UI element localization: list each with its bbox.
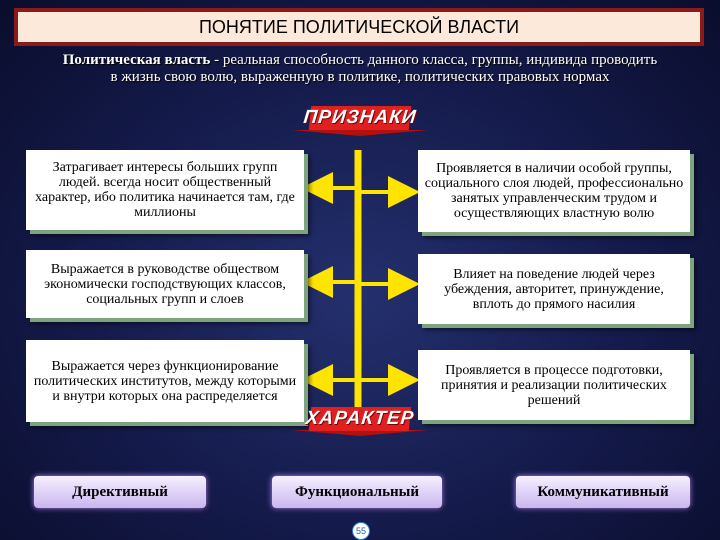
feature-text-left-3: Выражается через функционирование полити… — [33, 358, 297, 404]
page-number: 55 — [352, 522, 370, 540]
character-functional: Функциональный — [272, 476, 442, 508]
definition-text: - реальная способность данного класса, г… — [110, 52, 658, 85]
character-functional-label: Функциональный — [294, 483, 420, 500]
feature-box-right-1: Проявляется в наличии особой группы, соц… — [418, 150, 690, 232]
feature-box-right-3: Проявляется в процессе подготовки, приня… — [418, 350, 690, 420]
character-communicative: Коммуникативный — [516, 476, 690, 508]
character-banner-underline — [292, 430, 428, 436]
definition-term: Политическая власть — [62, 52, 211, 68]
feature-text-right-1: Проявляется в наличии особой группы, соц… — [424, 161, 684, 221]
page-number-text: 55 — [355, 526, 366, 536]
character-communicative-label: Коммуникативный — [537, 483, 669, 500]
feature-box-left-1: Затрагивает интересы больших групп людей… — [26, 150, 304, 230]
feature-text-right-2: Влияет на поведение людей через убеждени… — [444, 266, 664, 312]
character-directive: Директивный — [34, 476, 206, 508]
character-directive-label: Директивный — [72, 483, 168, 500]
character-banner: ХАРАКТЕР — [305, 407, 415, 431]
feature-box-left-2: Выражается в руководстве обществом эконо… — [26, 250, 304, 318]
definition: Политическая власть - реальная способнос… — [60, 52, 660, 86]
feature-box-right-2: Влияет на поведение людей через убеждени… — [418, 254, 690, 324]
feature-text-left-1: Затрагивает интересы больших групп людей… — [35, 160, 295, 220]
feature-text-right-3: Проявляется в процессе подготовки, приня… — [441, 362, 667, 408]
feature-box-left-3: Выражается через функционирование полити… — [26, 340, 304, 422]
features-banner-underline — [292, 130, 428, 136]
character-banner-text: ХАРАКТЕР — [304, 408, 416, 429]
feature-text-left-2: Выражается в руководстве обществом эконо… — [44, 261, 286, 307]
slide-title: ПОНЯТИЕ ПОЛИТИЧЕСКОЙ ВЛАСТИ — [14, 8, 704, 46]
slide-title-text: ПОНЯТИЕ ПОЛИТИЧЕСКОЙ ВЛАСТИ — [198, 16, 520, 37]
